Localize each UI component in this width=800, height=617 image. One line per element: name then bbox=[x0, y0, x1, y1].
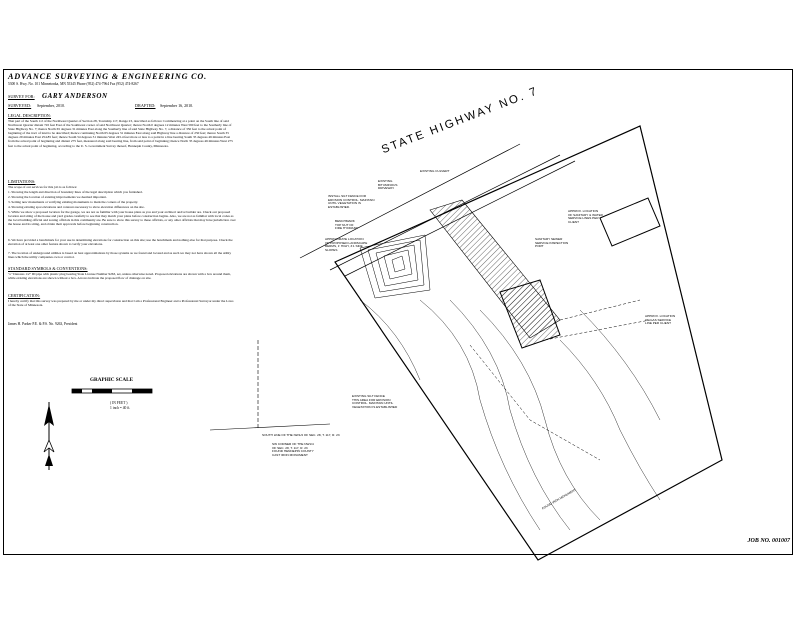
legal-description: That part of the South 1/2 of the Northw… bbox=[8, 119, 233, 148]
existing-house bbox=[599, 197, 661, 247]
note-bituminous-driveway: EXISTING BITUMINOUS DRIVEWAY bbox=[378, 179, 398, 191]
note-existing-culvert: EXISTING CULVERT bbox=[420, 169, 450, 173]
scale-ratio: 1 inch = 40 ft. bbox=[110, 406, 131, 410]
north-arrow-icon bbox=[43, 402, 55, 470]
drafted-date: September 16, 2010. bbox=[160, 103, 194, 108]
note-landscape-berms: APPROXIMATE LOCATION OF PROPOSED LANDSCA… bbox=[325, 237, 368, 252]
note-gas-service: APPROX. LOCATION OF GAS SERVICE LINE PER… bbox=[645, 314, 676, 326]
legal-heading: LEGAL DESCRIPTION: bbox=[8, 113, 51, 118]
note-sw-corner: SW CORNER OF THE NW1/4 OF SEC. 28, T. 11… bbox=[272, 442, 314, 457]
company-address: 5300 S. Hwy. No. 101 Minnetonka, MN 5534… bbox=[8, 82, 139, 86]
company-name: ADVANCE SURVEYING & ENGINEERING CO. bbox=[8, 72, 207, 81]
standard-text: "o" Denotes 1/2" ID pipe with plastic pl… bbox=[8, 272, 231, 281]
limitations-item: 7. The location of underground utilities… bbox=[8, 251, 232, 260]
surveyed-date: September, 2010. bbox=[37, 103, 65, 108]
limitations-item: 6. We have provided a benchmark for your… bbox=[8, 238, 233, 247]
drafted-label: DRAFTED: bbox=[135, 103, 156, 108]
limitations-heading: LIMITATIONS: bbox=[8, 179, 36, 184]
south-section-line bbox=[209, 423, 331, 431]
standard-heading: STANDARD SYMBOLS & CONVENTIONS: bbox=[8, 266, 88, 271]
job-number: JOB NO. 001007 bbox=[747, 538, 790, 544]
note-south-line: SOUTH LINE OF THE NW1/4 OF SEC. 28, T. 1… bbox=[262, 433, 340, 437]
limitations-item: 3. Setting new monuments or verifying ex… bbox=[8, 200, 139, 204]
client-name: GARY ANDERSON bbox=[42, 92, 108, 100]
surveyor-signature: James H. Parker P.E. & P.S. No. 9263, Pr… bbox=[8, 322, 78, 326]
graphic-scale-bar bbox=[71, 388, 153, 394]
limitations-intro: The scope of our services for this job i… bbox=[8, 185, 78, 189]
graphic-scale-title: GRAPHIC SCALE bbox=[90, 377, 134, 383]
contour-lines bbox=[359, 299, 661, 531]
limitations-item: 2. Showing the location of existing impr… bbox=[8, 195, 107, 199]
note-silt-fence-install: INSTALL SILT FENCE FOR EROSION CONTROL. … bbox=[328, 194, 375, 209]
landscape-berm bbox=[359, 234, 431, 299]
certification-heading: CERTIFICATION: bbox=[8, 293, 41, 298]
note-benchmark: BENCHMARK TOP NUT OF FIRE HYDRANT bbox=[335, 219, 358, 231]
note-sanitary-port: SANITARY SEWER SERVICE INSPECTION PORT bbox=[535, 237, 569, 249]
certification-text: I hereby certify that this survey was pr… bbox=[8, 299, 234, 308]
note-sanitary-water: APPROX. LOCATION OF SANITARY & WATER SER… bbox=[568, 209, 603, 224]
scale-unit: ( IN FEET ) bbox=[110, 401, 128, 405]
limitations-item: 1. Showing the length and direction of b… bbox=[8, 190, 143, 194]
survey-for-label: SURVEY FOR: bbox=[8, 94, 35, 99]
drawing-border bbox=[3, 69, 793, 555]
property-boundary bbox=[334, 125, 723, 561]
utility-lines bbox=[469, 299, 651, 461]
limitations-item: 4. Showing existing spot elevations and … bbox=[8, 205, 145, 209]
surveyed-label: SURVEYED: bbox=[8, 103, 32, 108]
proposed-garage bbox=[499, 279, 561, 349]
limitations-item: 5. While we show a proposed location for… bbox=[8, 210, 236, 227]
note-silt-fence-existing: EXISTING SILT FENCE THIS AREA FOR EROSIO… bbox=[352, 394, 398, 409]
